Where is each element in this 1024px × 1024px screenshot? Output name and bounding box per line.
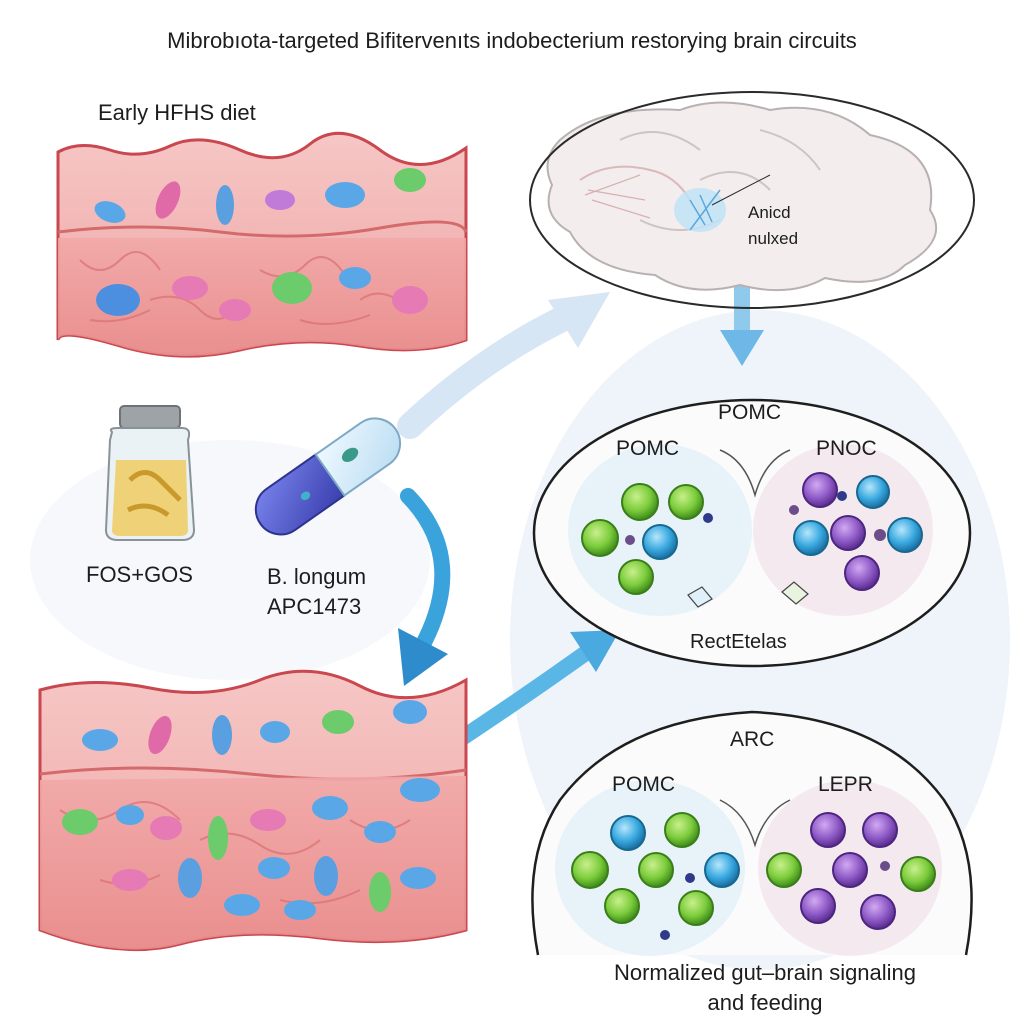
neuron-cluster-2 — [531, 710, 973, 956]
bacteria-cluster — [94, 168, 428, 321]
neuron-cluster-1 — [532, 398, 972, 668]
cluster1-title: POMC — [718, 401, 781, 424]
cluster2-title: ARC — [730, 728, 775, 751]
footer-line2: and feeding — [707, 990, 823, 1015]
probiotic-label-line1: B. longum — [267, 564, 367, 589]
probiotic-label-line2: APC1473 — [267, 594, 362, 619]
arrow-icon — [397, 292, 610, 439]
cluster2-left-label: POMC — [612, 773, 675, 796]
arrow-icon — [398, 488, 451, 686]
cluster2-right-label: LEPR — [818, 773, 873, 796]
supplement-jar-icon — [104, 405, 196, 541]
footer-caption: Normalized gut–brain signaling and feedi… — [515, 958, 1015, 1018]
bacteria-cluster — [62, 700, 440, 920]
cluster1-bottom-label: RectEtelas — [690, 631, 787, 653]
brain-frame — [529, 91, 975, 309]
supplement-label: FOS+GOS — [86, 562, 193, 587]
gut-tissue-bottom — [38, 669, 468, 952]
gut-tissue-top — [56, 131, 468, 358]
brain-label: Anicd nulxed — [748, 200, 798, 252]
main-title: Mibrobıota-targeted Bifitervenıts indobe… — [167, 28, 857, 53]
brain-label-line1: Anicd — [748, 203, 791, 222]
probiotic-capsule-icon — [254, 417, 402, 536]
gut-top-label: Early HFHS diet — [98, 100, 256, 125]
cluster1-right-label: PNOC — [816, 437, 877, 460]
probiotic-label: B. longum APC1473 — [267, 562, 366, 622]
footer-line1: Normalized gut–brain signaling — [613, 960, 917, 985]
cluster1-left-label: POMC — [616, 437, 679, 460]
brain-icon — [546, 101, 938, 292]
brain-label-line2: nulxed — [748, 229, 799, 248]
